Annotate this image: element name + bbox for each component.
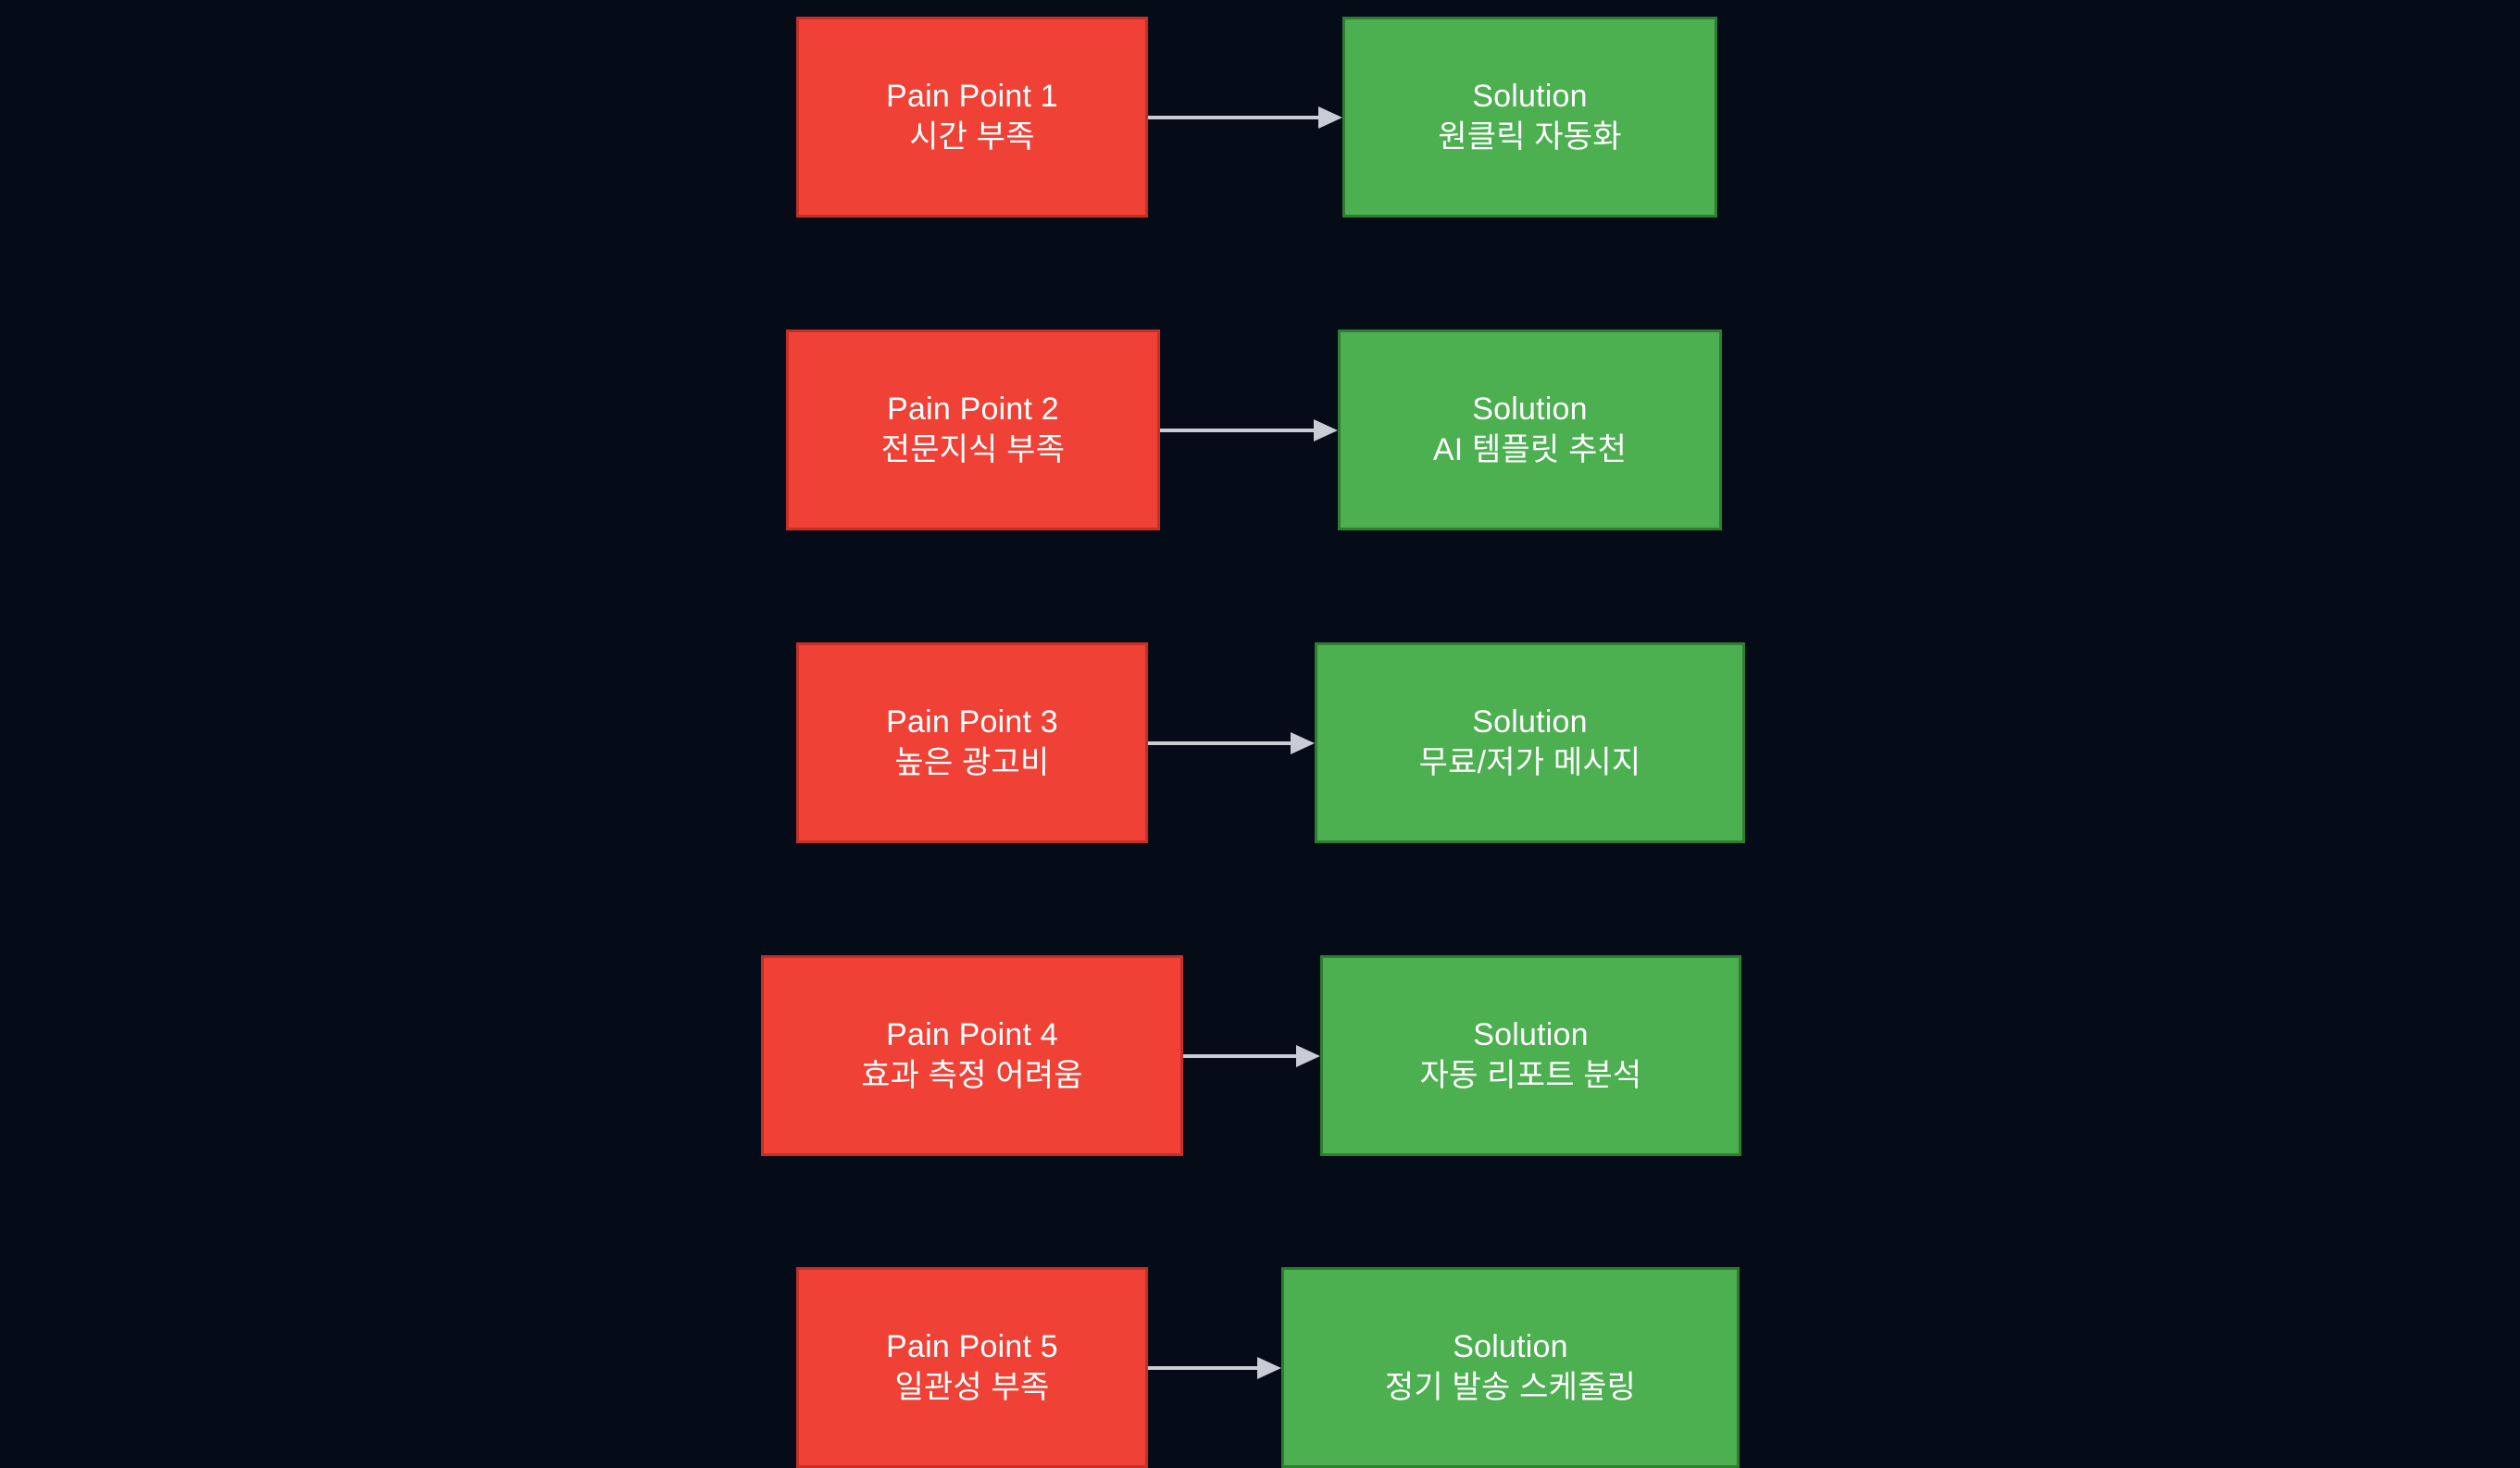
pain-point-detail: 전문지식 부족 (880, 431, 1066, 467)
pain-point-detail: 시간 부족 (909, 118, 1035, 155)
pain-point-detail: 일관성 부족 (894, 1369, 1050, 1405)
arrow-connector (1148, 1352, 1281, 1384)
row-left-spacer (0, 1367, 796, 1368)
solution-node[interactable]: Solution 원클릭 자동화 (1342, 17, 1717, 218)
solution-detail: 자동 리포트 분석 (1419, 1057, 1642, 1093)
solution-node[interactable]: Solution 자동 리포트 분석 (1320, 955, 1741, 1156)
pain-point-title: Pain Point 2 (887, 391, 1059, 427)
solution-detail: 정기 발송 스케줄링 (1384, 1369, 1637, 1405)
pain-point-title: Pain Point 3 (886, 703, 1058, 740)
solution-title: Solution (1472, 78, 1588, 114)
solution-title: Solution (1473, 1016, 1589, 1052)
solution-title: Solution (1472, 703, 1588, 740)
solution-title: Solution (1472, 391, 1588, 427)
row-left-spacer (0, 742, 796, 743)
arrow-right-icon (1183, 1044, 1320, 1067)
pain-point-node[interactable]: Pain Point 4 효과 측정 어려움 (761, 955, 1183, 1156)
solution-title: Solution (1453, 1328, 1568, 1364)
arrow-right-icon (1148, 106, 1342, 129)
flow-row: Pain Point 1 시간 부족 Solution 원클릭 자동화 (0, 17, 2520, 218)
arrow-right-icon (1148, 731, 1315, 754)
flow-row: Pain Point 3 높은 광고비 Solution 무료/저가 메시지 (0, 642, 2520, 843)
pain-point-detail: 높은 광고비 (894, 744, 1050, 780)
arrow-connector (1148, 728, 1315, 759)
solution-detail: 원클릭 자동화 (1438, 118, 1622, 155)
row-left-spacer (0, 429, 786, 430)
row-left-spacer (0, 1055, 761, 1056)
solution-node[interactable]: Solution AI 템플릿 추천 (1338, 330, 1722, 530)
flow-row: Pain Point 5 일관성 부족 Solution 정기 발송 스케줄링 (0, 1267, 2520, 1468)
arrow-connector (1160, 415, 1338, 446)
pain-point-node[interactable]: Pain Point 3 높은 광고비 (796, 642, 1148, 843)
row-left-spacer (0, 117, 796, 118)
arrow-right-icon (1160, 418, 1338, 442)
solution-node[interactable]: Solution 무료/저가 메시지 (1315, 642, 1745, 843)
flow-row: Pain Point 2 전문지식 부족 Solution AI 템플릿 추천 (0, 330, 2520, 530)
arrow-connector (1148, 102, 1342, 133)
pain-point-node[interactable]: Pain Point 5 일관성 부족 (796, 1267, 1148, 1468)
solution-node[interactable]: Solution 정기 발송 스케줄링 (1281, 1267, 1740, 1468)
pain-point-title: Pain Point 5 (886, 1328, 1058, 1364)
pain-point-title: Pain Point 4 (886, 1016, 1058, 1052)
pain-point-node[interactable]: Pain Point 1 시간 부족 (796, 17, 1148, 218)
pain-point-detail: 효과 측정 어려움 (861, 1057, 1083, 1093)
arrow-connector (1183, 1040, 1320, 1072)
arrow-right-icon (1148, 1356, 1281, 1379)
flow-row: Pain Point 4 효과 측정 어려움 Solution 자동 리포트 분석 (0, 955, 2520, 1156)
solution-detail: 무료/저가 메시지 (1418, 744, 1641, 780)
solution-detail: AI 템플릿 추천 (1432, 431, 1628, 467)
pain-point-title: Pain Point 1 (886, 78, 1058, 114)
pain-point-node[interactable]: Pain Point 2 전문지식 부족 (786, 330, 1160, 530)
